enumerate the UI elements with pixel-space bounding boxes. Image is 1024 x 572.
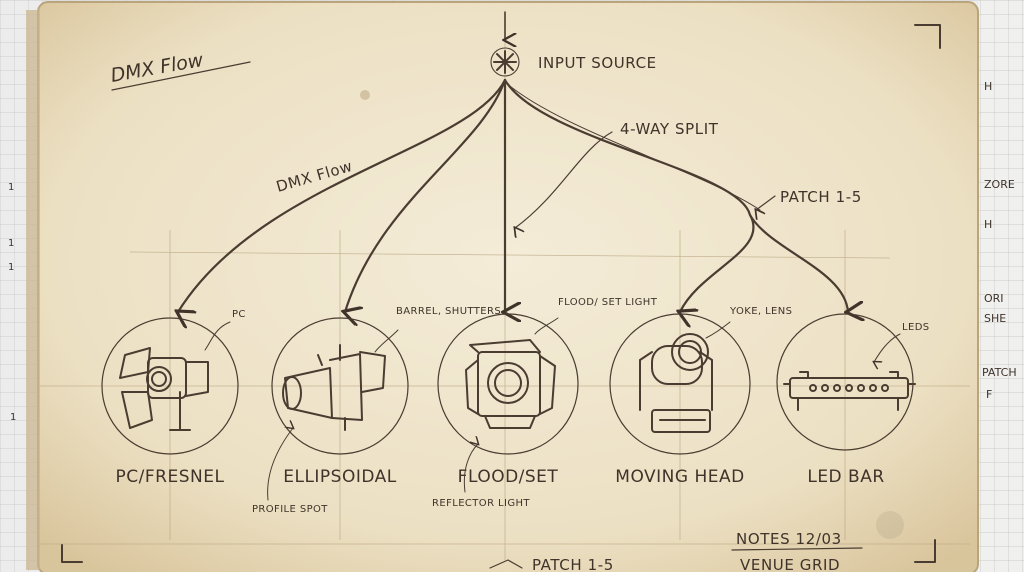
- bottom-patch-label: PATCH 1-5: [532, 556, 614, 572]
- fixture-name: MOVING HEAD: [615, 467, 744, 487]
- callout-line: [874, 333, 901, 362]
- patch-label: PATCH 1-5: [780, 188, 862, 206]
- input-source-label: INPUT SOURCE: [538, 54, 657, 72]
- notes-line: NOTES 12/03: [736, 530, 842, 548]
- bottom-patch-mark: [489, 559, 523, 569]
- svg-text:PATCH: PATCH: [982, 366, 1017, 379]
- led-bar-icon: [783, 371, 916, 411]
- fixture-callout: FLOOD/ SET LIGHT: [558, 297, 658, 308]
- moving-head-icon: [639, 333, 713, 433]
- fixture-name: PC/FRESNEL: [116, 467, 225, 487]
- fixture-name: ELLIPSOIDAL: [283, 467, 397, 487]
- side-page-fragments: H ZORE H ORI SHE PATCH F: [982, 80, 1017, 401]
- fixture-name: FLOOD/SET: [458, 467, 559, 487]
- fixture-callout: LEDS: [902, 322, 930, 333]
- fixture-moving-head: YOKE, LENS MOVING HEAD: [609, 306, 792, 487]
- left-page-marks: 1 1 1 1: [8, 182, 16, 423]
- svg-text:1: 1: [8, 182, 14, 193]
- callout-line: [204, 321, 231, 351]
- svg-text:ORI: ORI: [984, 292, 1004, 305]
- fixture-callout: BARREL, SHUTTERS: [396, 306, 501, 317]
- notes-line: VENUE GRID: [740, 556, 840, 572]
- dmx-flow-lines: [178, 78, 848, 312]
- callout-line: [374, 329, 399, 353]
- callout-line: [705, 321, 731, 339]
- svg-text:H: H: [984, 218, 992, 231]
- fixture-name: LED BAR: [807, 467, 884, 487]
- patch-callout: [756, 195, 776, 210]
- fixture-callout: PC: [232, 309, 246, 320]
- fixture-pc-fresnel: PC PC/FRESNEL: [101, 309, 246, 487]
- note-callout: [463, 444, 478, 493]
- svg-text:ZORE: ZORE: [984, 178, 1015, 191]
- fixture-ellipsoidal: BARREL, SHUTTERS ELLIPSOIDAL PROFILE SPO…: [252, 306, 501, 515]
- note-callout: [267, 428, 293, 501]
- svg-text:1: 1: [8, 262, 14, 273]
- fixture-note: REFLECTOR LIGHT: [432, 498, 530, 509]
- title-underline: [111, 61, 251, 91]
- fixture-note: PROFILE SPOT: [252, 504, 328, 515]
- split-callout: [515, 131, 613, 228]
- notes-block: NOTES 12/03 VENUE GRID: [731, 530, 863, 572]
- svg-text:SHE: SHE: [984, 312, 1006, 325]
- fresnel-icon: [119, 347, 209, 431]
- callout-line: [534, 317, 559, 335]
- svg-text:1: 1: [10, 412, 16, 423]
- ellipsoidal-icon: [282, 344, 386, 431]
- svg-text:F: F: [986, 388, 992, 401]
- input-source-node: [490, 47, 520, 77]
- fixture-callout: YOKE, LENS: [729, 306, 792, 317]
- corner-marks: [61, 24, 941, 563]
- fixture-flood-set: FLOOD/ SET LIGHT FLOOD/SET REFLECTOR LIG…: [432, 297, 658, 509]
- flood-icon: [465, 339, 556, 429]
- svg-text:1: 1: [8, 238, 14, 249]
- svg-text:H: H: [984, 80, 992, 93]
- fixture-led-bar: LEDS LED BAR: [776, 313, 930, 487]
- split-label: 4-WAY SPLIT: [620, 120, 719, 138]
